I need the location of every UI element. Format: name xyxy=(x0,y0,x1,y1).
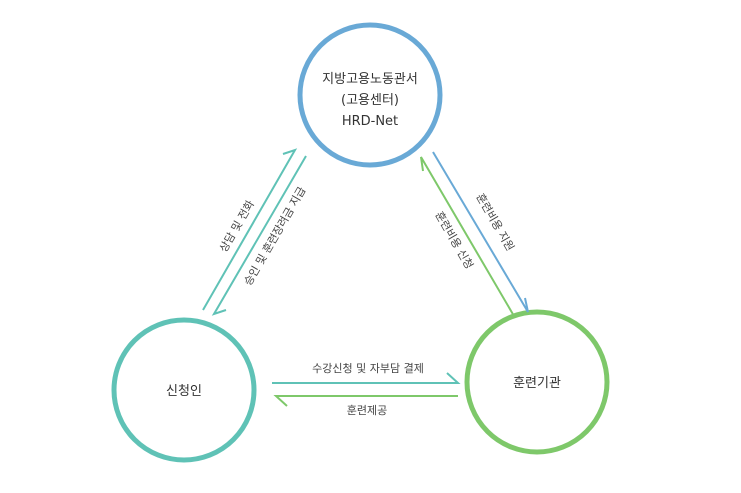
arrow-left-to-right xyxy=(272,372,461,384)
node-right-label: 훈련기관 xyxy=(513,376,561,391)
edge-label-top-to-left: 승인 및 훈련장려금 지급 xyxy=(241,185,308,288)
arrow-top-to-left xyxy=(211,155,307,316)
arrow-left-to-top xyxy=(202,148,298,311)
node-left-circle xyxy=(111,317,257,463)
edge-label-left-to-right: 수강신청 및 자부담 결제 xyxy=(312,362,424,375)
arrow-top-to-right xyxy=(432,151,529,313)
node-top-line-3: HRD-Net xyxy=(342,114,398,129)
node-right-circle xyxy=(464,309,610,455)
arrow-right-to-top xyxy=(420,156,515,317)
edge-label-right-to-left: 훈련제공 xyxy=(347,404,387,417)
arrow-right-to-left xyxy=(273,395,458,407)
edge-label-top-to-right: 훈련비용 지원 xyxy=(473,191,516,253)
node-top-line-1: 지방고용노동관서 xyxy=(322,72,418,87)
node-top-line-2: (고용센터) xyxy=(341,93,399,108)
node-top-circle xyxy=(297,22,443,168)
node-left-label: 신청인 xyxy=(166,384,202,399)
